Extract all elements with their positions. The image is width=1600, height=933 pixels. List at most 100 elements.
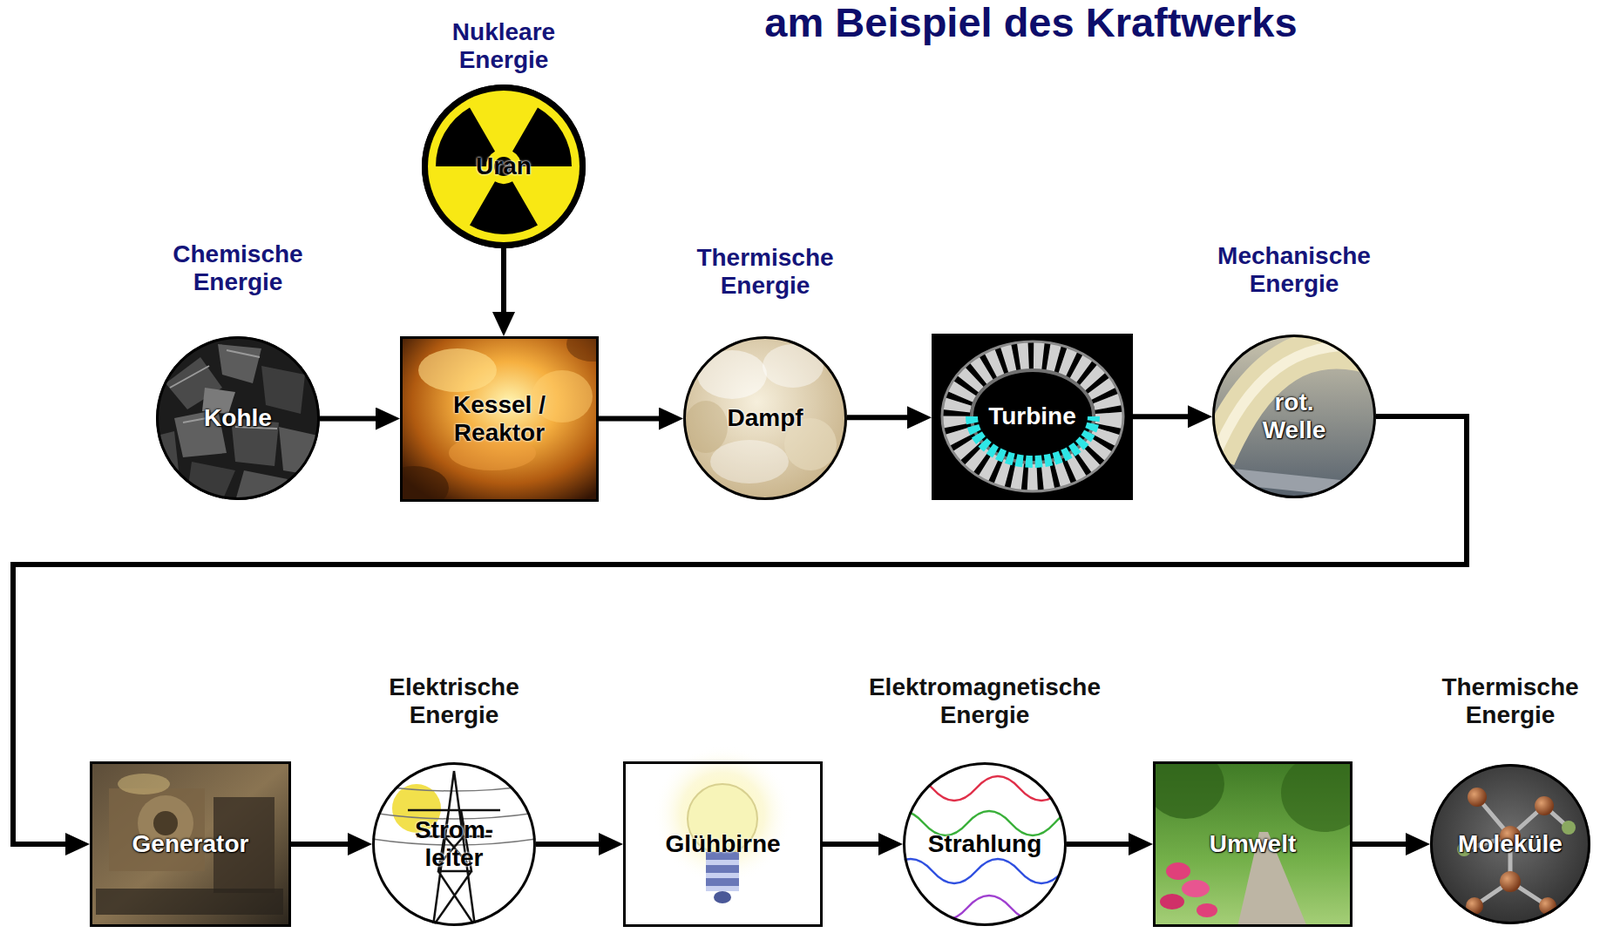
- energy-heading: Elektrische Energie: [388, 673, 519, 730]
- node-label: Dampf: [726, 404, 803, 433]
- molecule-picture: [1538, 897, 1557, 916]
- circle-outline: [904, 764, 1066, 926]
- environment-picture: [1166, 862, 1191, 881]
- energy-heading: Thermische Energie: [696, 244, 834, 300]
- bulb-picture: [705, 865, 739, 874]
- flow-arrow: [847, 414, 923, 421]
- energy-box: Glühbirne: [623, 761, 823, 928]
- node-label: Generator: [132, 830, 250, 859]
- flow-arrow: [291, 841, 364, 848]
- energy-circle: Elektromagnetische EnergieStrahlung: [902, 762, 1067, 927]
- coal-picture: [156, 431, 179, 471]
- turbine-picture: [931, 333, 1133, 501]
- flow-arrow: [1352, 841, 1422, 848]
- circle-outline: [157, 338, 319, 500]
- steam-picture: [683, 336, 848, 501]
- energy-circle: Mechanische Energierot. Welle: [1212, 334, 1377, 499]
- bulb-picture: [705, 886, 739, 892]
- node-label: Kohle: [203, 404, 272, 433]
- turbine-picture: [942, 341, 1124, 492]
- turbine-picture: [971, 370, 1094, 463]
- molecule-picture: [1430, 764, 1591, 925]
- shaft-picture: [1212, 334, 1382, 499]
- coal-picture: [155, 336, 320, 506]
- turbine-picture: [955, 355, 1110, 478]
- circle-outline: [1213, 336, 1376, 498]
- molecule-picture: [1465, 897, 1484, 916]
- boiler-picture: [400, 466, 449, 502]
- bulb-picture: [623, 745, 823, 928]
- flow-arrow: [598, 416, 675, 422]
- coal-picture: [217, 344, 262, 384]
- shaft-picture: [1218, 345, 1382, 449]
- flow-arrow: [13, 416, 1467, 845]
- boiler-picture: [418, 348, 497, 393]
- energy-box: Generator: [89, 761, 292, 928]
- uranium-symbol: [421, 84, 586, 249]
- power-line-picture: [366, 762, 542, 927]
- molecule-picture: [1534, 796, 1554, 816]
- environment-picture: [1152, 761, 1353, 928]
- steam-picture: [684, 400, 728, 454]
- flow-arrow: [1066, 841, 1145, 848]
- energy-circle: Elektrische EnergieStrom- leiter: [372, 762, 536, 927]
- radiation-waves: [888, 776, 1107, 801]
- energy-circle: Thermische EnergieMoleküle: [1430, 764, 1591, 925]
- coal-picture: [187, 461, 236, 502]
- bulb-picture: [705, 873, 739, 879]
- energy-heading: Chemische Energie: [172, 240, 303, 297]
- steam-picture: [683, 336, 848, 501]
- circle-outline: [684, 338, 847, 500]
- coal-picture: [235, 470, 288, 506]
- steam-picture: [710, 440, 789, 484]
- node-label: Strom- leiter: [401, 816, 507, 873]
- uranium-symbol: [469, 181, 538, 235]
- energy-circle: Thermische EnergieDampf: [683, 336, 848, 501]
- diagram-title: am Beispiel des Kraftwerks: [764, 0, 1297, 46]
- turbine-picture: [931, 333, 1133, 501]
- radiation-waves: [888, 859, 1107, 884]
- flow-arrow: [501, 248, 507, 328]
- uranium-symbol: [427, 90, 580, 243]
- power-line-picture: [372, 762, 536, 927]
- bulb-picture: [623, 761, 823, 928]
- bulb-picture: [713, 891, 732, 904]
- molecule-picture: [1430, 764, 1591, 925]
- radiation-waves: [902, 762, 1067, 927]
- energy-box: Turbine: [931, 333, 1133, 501]
- node-label: Umwelt: [1209, 830, 1297, 859]
- uranium-symbol: [421, 84, 586, 249]
- molecule-picture: [1499, 871, 1521, 893]
- environment-picture: [1181, 880, 1210, 898]
- molecule-picture: [1561, 820, 1576, 835]
- energy-box: Umwelt: [1152, 761, 1353, 928]
- coal-picture: [278, 427, 319, 475]
- environment-picture: [1196, 903, 1218, 918]
- generator-picture: [89, 761, 292, 928]
- generator-picture: [95, 888, 284, 916]
- environment-picture: [1159, 894, 1185, 910]
- node-label: Turbine: [988, 402, 1077, 431]
- energy-circle: Nukleare EnergieUran: [421, 84, 586, 249]
- circle-outline: [1431, 766, 1590, 924]
- energy-heading: Elektromagnetische Energie: [868, 673, 1101, 730]
- steam-picture: [762, 344, 824, 388]
- bulb-picture: [652, 745, 793, 885]
- generator-picture: [117, 773, 170, 795]
- node-label: Uran: [475, 152, 532, 181]
- energy-heading: Nukleare Energie: [452, 18, 556, 75]
- boiler-picture: [400, 336, 599, 502]
- coal-picture: [155, 336, 320, 501]
- environment-picture: [1152, 761, 1225, 820]
- energy-heading: Mechanische Energie: [1217, 242, 1371, 299]
- circle-outline: [373, 764, 536, 926]
- radiation-waves: [880, 895, 1099, 921]
- energy-circle: Chemische EnergieKohle: [155, 336, 320, 501]
- environment-picture: [1281, 761, 1353, 833]
- boiler-picture: [566, 336, 599, 362]
- energy-heading: Thermische Energie: [1441, 673, 1579, 730]
